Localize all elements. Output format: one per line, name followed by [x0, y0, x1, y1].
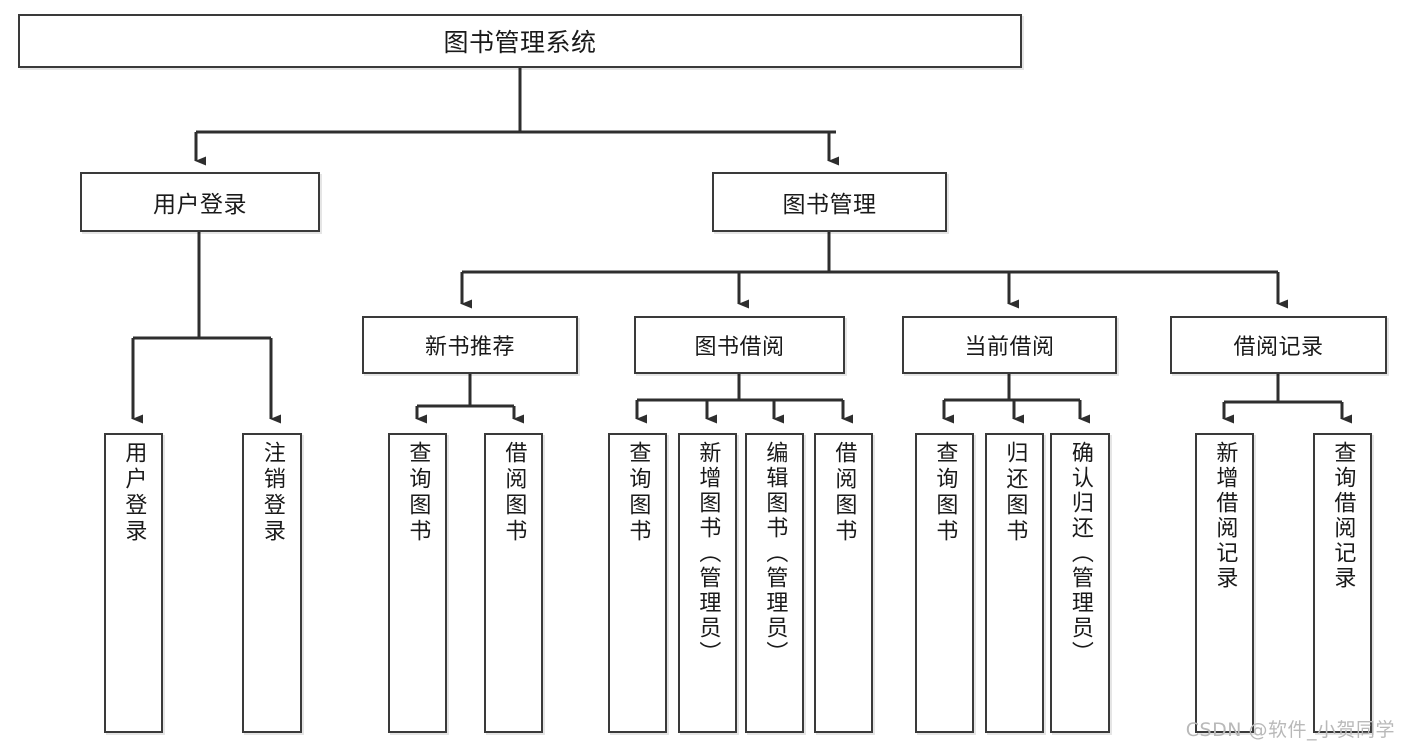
watermark-text: CSDN @软件_小贺同学 [1185, 719, 1395, 741]
node-leaf-query-book-3[interactable]: 查询图书 [915, 433, 974, 733]
node-user-login[interactable]: 用户登录 [80, 172, 320, 232]
node-user-login-label: 用户登录 [153, 192, 247, 218]
node-leaf-query-book-1-label: 查询图书 [405, 441, 431, 545]
node-leaf-query-book-1[interactable]: 查询图书 [388, 433, 447, 733]
node-book-management-label: 图书管理 [782, 192, 877, 218]
node-leaf-borrow-book-1-label: 借阅图书 [501, 441, 527, 545]
node-leaf-add-record[interactable]: 新增借阅记录 [1195, 433, 1254, 733]
node-leaf-add-book[interactable]: 新增图书（管理员） [678, 433, 737, 733]
node-leaf-logout-login-label: 注销登录 [259, 441, 285, 545]
node-leaf-query-book-2-label: 查询图书 [625, 441, 651, 545]
node-leaf-add-record-label: 新增借阅记录 [1212, 441, 1238, 591]
node-leaf-query-book-3-label: 查询图书 [932, 441, 958, 545]
node-book-borrow[interactable]: 图书借阅 [634, 316, 845, 374]
node-leaf-edit-book-label: 编辑图书（管理员） [762, 441, 788, 666]
node-leaf-borrow-book-2[interactable]: 借阅图书 [814, 433, 873, 733]
node-leaf-user-login[interactable]: 用户登录 [104, 433, 163, 733]
node-leaf-edit-book[interactable]: 编辑图书（管理员） [745, 433, 804, 733]
node-current-borrow[interactable]: 当前借阅 [902, 316, 1117, 374]
node-current-borrow-label: 当前借阅 [964, 335, 1055, 360]
node-book-management[interactable]: 图书管理 [712, 172, 947, 232]
node-book-borrow-label: 图书借阅 [694, 335, 785, 360]
node-borrow-record-label: 借阅记录 [1233, 335, 1324, 360]
node-leaf-borrow-book-2-label: 借阅图书 [831, 441, 857, 545]
node-borrow-record[interactable]: 借阅记录 [1170, 316, 1387, 374]
node-leaf-confirm-return[interactable]: 确认归还（管理员） [1050, 433, 1110, 733]
node-leaf-add-book-label: 新增图书（管理员） [695, 441, 721, 666]
node-root[interactable]: 图书管理系统 [18, 14, 1022, 68]
node-new-book-recommend-label: 新书推荐 [424, 335, 515, 360]
node-leaf-return-book-label: 归还图书 [1002, 441, 1028, 545]
node-new-book-recommend[interactable]: 新书推荐 [362, 316, 578, 374]
node-root-label: 图书管理系统 [443, 28, 597, 57]
node-leaf-logout-login[interactable]: 注销登录 [242, 433, 302, 733]
node-leaf-return-book[interactable]: 归还图书 [985, 433, 1044, 733]
node-leaf-borrow-book-1[interactable]: 借阅图书 [484, 433, 543, 733]
node-leaf-query-book-2[interactable]: 查询图书 [608, 433, 667, 733]
node-leaf-user-login-label: 用户登录 [121, 441, 147, 545]
node-leaf-confirm-return-label: 确认归还（管理员） [1067, 441, 1093, 666]
node-leaf-query-record-label: 查询借阅记录 [1330, 441, 1356, 591]
node-leaf-query-record[interactable]: 查询借阅记录 [1313, 433, 1372, 733]
